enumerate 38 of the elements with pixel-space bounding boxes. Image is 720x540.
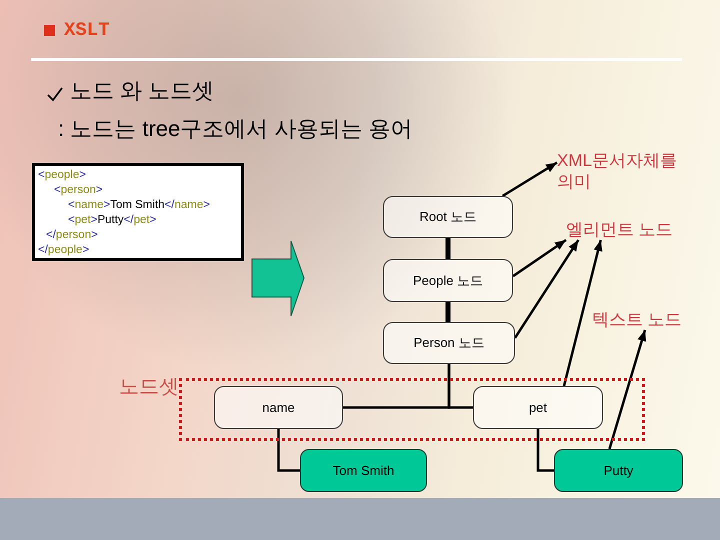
code-line: <name>Tom Smith</name> — [68, 198, 210, 213]
text-node-box — [554, 449, 683, 492]
group-label: 노드셋 — [119, 375, 179, 399]
node-label: name — [262, 400, 295, 416]
arrow — [562, 240, 602, 386]
code-line: <pet>Putty</pet> — [68, 213, 156, 228]
annotation-text: 엘리먼트 노드 — [566, 219, 673, 240]
connector-line — [446, 238, 450, 259]
tree-node — [214, 386, 343, 429]
code-line: </person> — [46, 228, 98, 243]
node-label: Putty — [604, 462, 634, 478]
connector-line — [446, 302, 450, 322]
node-label: Tom Smith — [332, 462, 394, 478]
tree-node — [383, 259, 513, 302]
connector-line — [448, 364, 473, 409]
code-line: </people> — [38, 243, 90, 258]
connector-line — [277, 429, 300, 472]
tree-node — [383, 322, 515, 364]
annotation-text: 텍스트 노드 — [592, 309, 682, 330]
node-label: Person 노드 — [414, 335, 484, 351]
heading-text: 노드 와 노드셋 — [70, 78, 214, 104]
arrow — [502, 162, 558, 198]
arrow — [608, 330, 646, 450]
tree-node — [473, 386, 603, 429]
code-box — [32, 163, 244, 261]
arrow — [512, 238, 567, 278]
tree-node — [383, 196, 513, 238]
code-line: <person> — [54, 183, 103, 198]
node-label: People 노드 — [412, 272, 484, 288]
text-node-box — [300, 449, 427, 492]
slide-title: XSLT — [64, 19, 110, 41]
code-line: <people> — [38, 168, 86, 183]
node-label: pet — [528, 400, 548, 416]
heading-text: : 노드는 tree구조에서 사용되는 용어 — [58, 116, 412, 142]
annotation-text: XML문서자체를 의미 — [557, 150, 687, 192]
node-label: Root 노드 — [419, 209, 477, 225]
connector-line — [536, 429, 554, 472]
arrow — [514, 239, 580, 339]
